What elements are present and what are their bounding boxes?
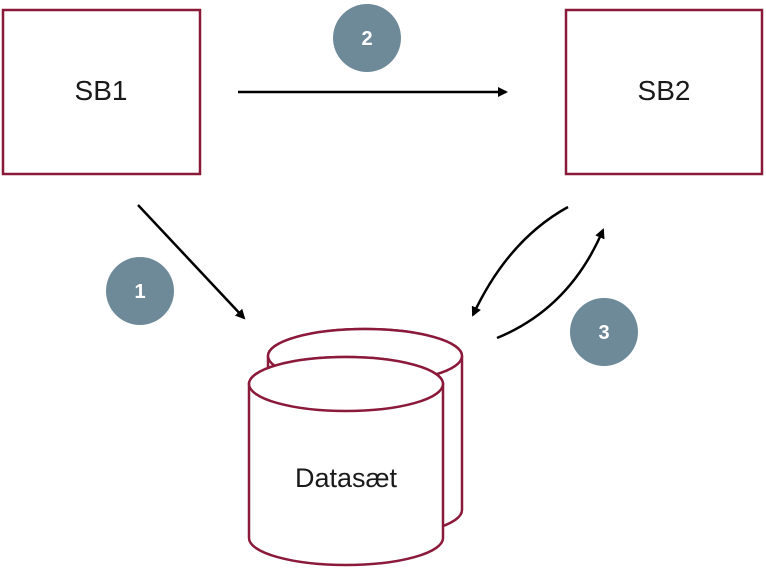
arrow-dataset-to-sb2 — [496, 228, 605, 340]
step-badge-1: 1 — [106, 257, 174, 325]
sb2-label: SB2 — [638, 75, 691, 106]
sb1-box — [1, 8, 202, 176]
dataset-node: Datasæt — [247, 327, 464, 567]
sb2-box — [564, 8, 764, 176]
dataset-label: Datasæt — [295, 463, 398, 493]
arrow-sb1-to-dataset — [137, 204, 246, 320]
arrow-sb2-to-dataset — [471, 205, 569, 317]
dataset-front-top — [247, 355, 445, 413]
step-badge-2: 2 — [333, 4, 401, 72]
step-badge-2-circle — [333, 4, 401, 72]
step-badge-3-number: 3 — [598, 322, 609, 344]
step-badge-3-circle — [570, 298, 638, 366]
step-badge-2-number: 2 — [361, 28, 372, 50]
step-badge-1-circle — [106, 257, 174, 325]
step-badge-3: 3 — [570, 298, 638, 366]
step-badge-1-number: 1 — [134, 281, 145, 303]
sb1-node: SB1 — [1, 8, 202, 176]
sb1-label: SB1 — [75, 75, 128, 106]
sb2-node: SB2 — [564, 8, 764, 176]
